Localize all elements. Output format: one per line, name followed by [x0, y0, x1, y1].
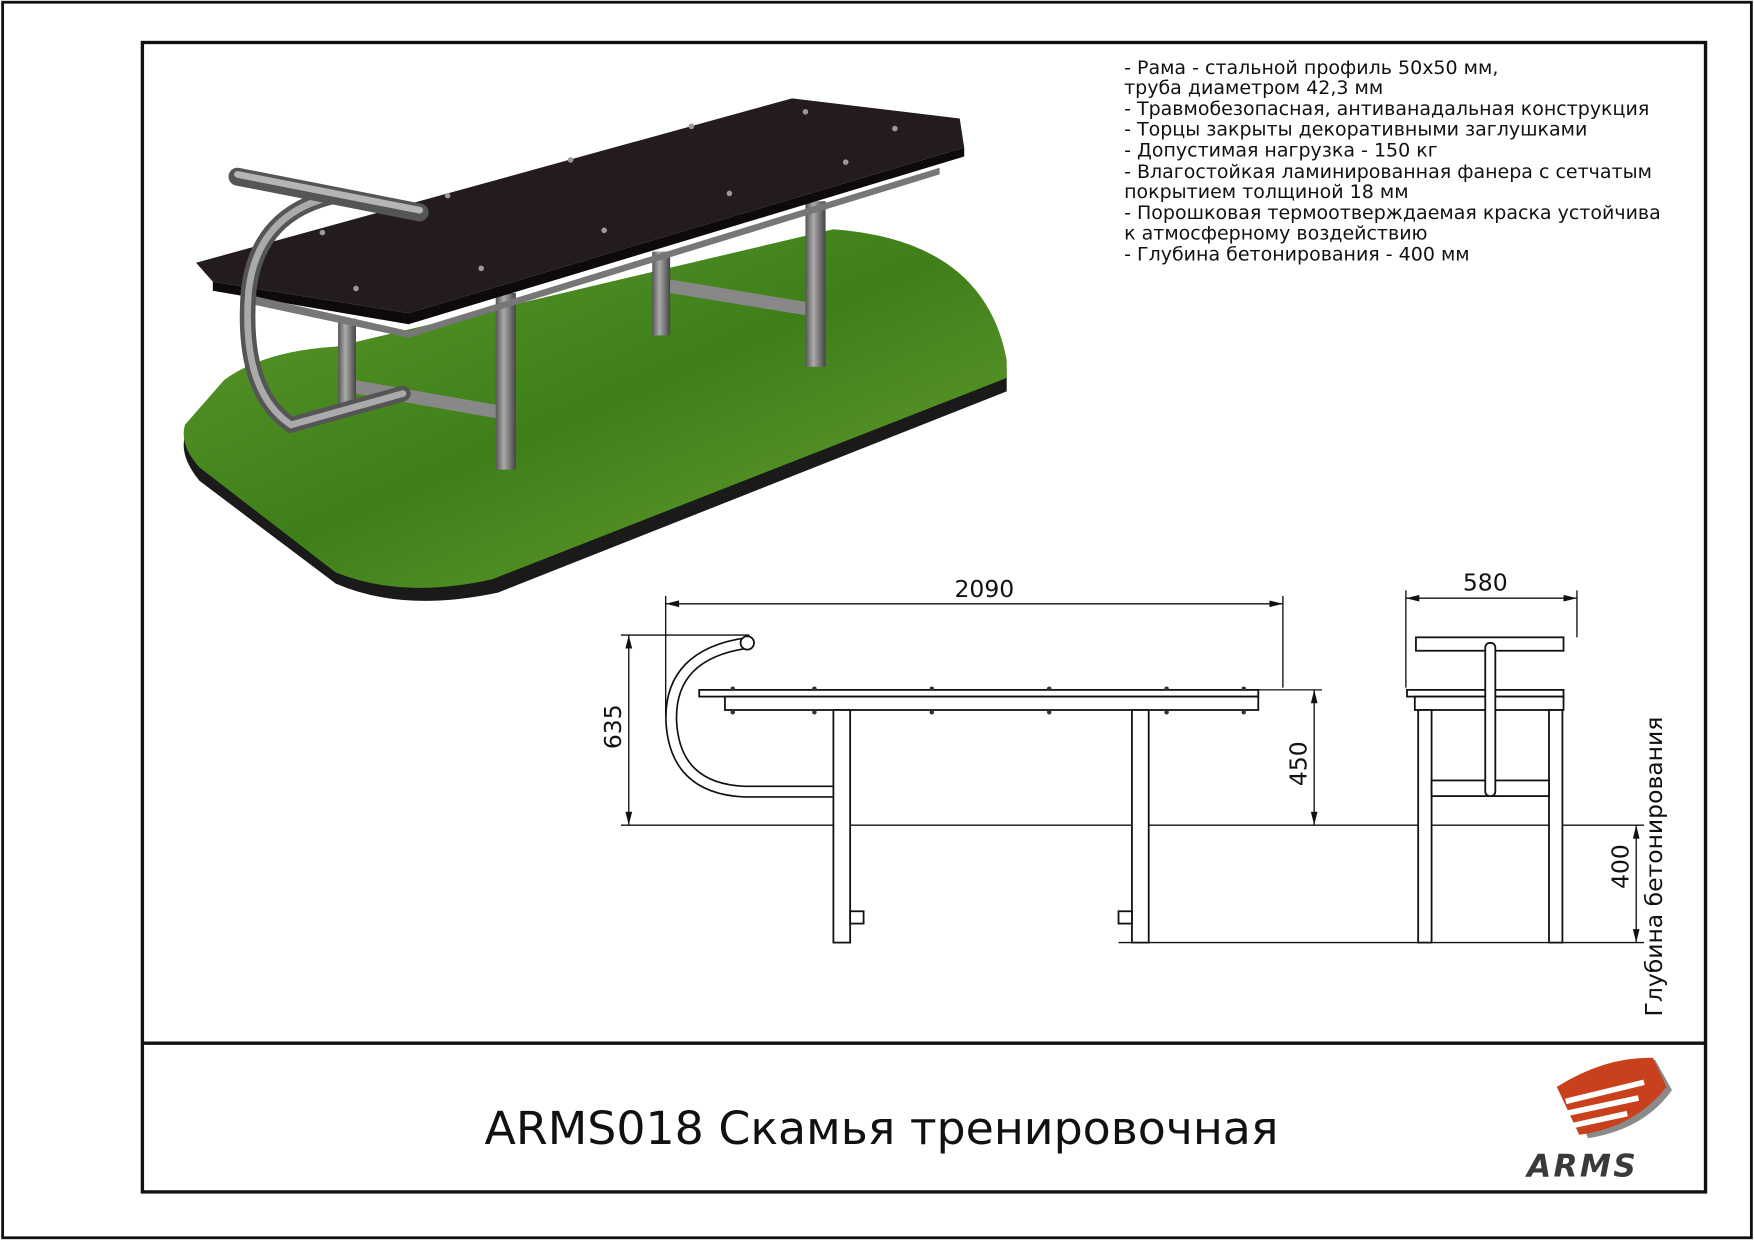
seat-top: [196, 98, 965, 314]
spec-line: - Торцы закрыты декоративными заглушками: [1124, 118, 1587, 140]
arms-logo: ARMS: [1524, 1057, 1672, 1184]
logo-text: ARMS: [1524, 1148, 1638, 1184]
dim-seat-height: 450: [1284, 741, 1312, 786]
specifications-list: - Рама - стальной профиль 50х50 мм, труб…: [1124, 57, 1661, 266]
front-view-drawing: 580 400 Глубина бетонирования: [1405, 568, 1668, 1017]
dim-width: 580: [1463, 568, 1508, 596]
grass-surface: [183, 229, 1007, 588]
spec-line: покрытием толщиной 18 мм: [1124, 181, 1408, 203]
drawing-title: ARMS018 Скамья тренировочная: [485, 1101, 1279, 1155]
spec-line: труба диаметром 42,3 мм: [1124, 77, 1383, 99]
spec-line: к атмосферному воздействию: [1124, 222, 1427, 244]
spec-line: - Допустимая нагрузка - 150 кг: [1124, 140, 1438, 162]
inner-frame: [140, 40, 1708, 1194]
spec-line: - Порошковая термоотверждаемая краска ус…: [1124, 202, 1661, 224]
bench-3d-render: [183, 98, 1007, 601]
dim-depth: 400: [1606, 844, 1634, 889]
spec-line: - Глубина бетонирования - 400 мм: [1124, 244, 1470, 266]
side-view-drawing: 2090 635 450: [599, 575, 1645, 944]
dim-total-height: 635: [599, 704, 627, 749]
dim-length: 2090: [954, 575, 1014, 603]
spec-line: - Влагостойкая ламинированная фанера с с…: [1124, 161, 1652, 183]
spec-line: - Рама - стальной профиль 50х50 мм,: [1124, 57, 1498, 79]
depth-label: Глубина бетонирования: [1640, 717, 1668, 1017]
spec-line: - Травмобезопасная, антиванадальная конс…: [1124, 98, 1649, 120]
